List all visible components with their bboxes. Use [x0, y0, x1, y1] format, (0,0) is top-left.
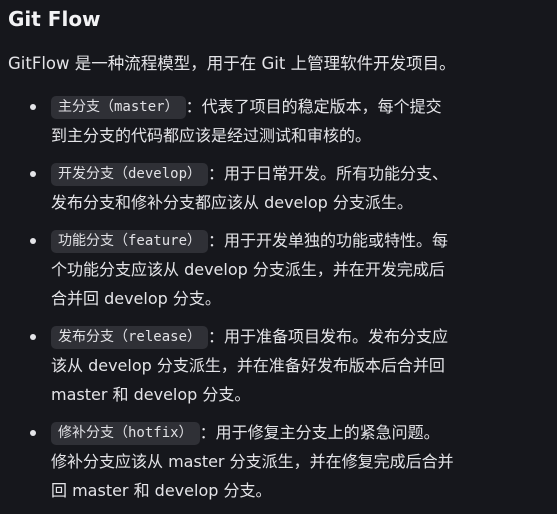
inline-code: 主分支（master）: [51, 96, 186, 119]
item-line: 功能分支（feature）：用于开发单独的功能或特性。每: [51, 226, 553, 255]
item-text: 到主分支的代码都应该是经过测试和审核的。: [51, 126, 372, 145]
item-line: 修补分支（hotfix）：用于修复主分支上的紧急问题。: [51, 418, 553, 447]
item-line: 发布分支（release）：用于准备项目发布。发布分支应: [51, 322, 553, 351]
list-item-feature: 功能分支（feature）：用于开发单独的功能或特性。每 个功能分支应该从 de…: [8, 226, 553, 313]
item-text: ：用于开发单独的功能或特性。每: [208, 231, 449, 250]
item-text: ：用于日常开发。所有功能分支、: [208, 164, 449, 183]
bullet-icon: [30, 171, 36, 177]
item-text: ：用于修复主分支上的紧急问题。: [199, 423, 440, 442]
item-text: 修补分支应该从 master 分支派生，并在修复完成后合并: [51, 452, 454, 471]
item-text: master 和 develop 分支。: [51, 385, 251, 404]
item-line: 开发分支（develop）：用于日常开发。所有功能分支、: [51, 159, 553, 188]
bullet-icon: [30, 238, 36, 244]
bullet-icon: [30, 334, 36, 340]
list-item-hotfix: 修补分支（hotfix）：用于修复主分支上的紧急问题。 修补分支应该从 mast…: [8, 418, 553, 505]
inline-code: 功能分支（feature）: [51, 230, 209, 253]
item-text: ：代表了项目的稳定版本，每个提交: [185, 97, 442, 116]
inline-code: 修补分支（hotfix）: [51, 422, 200, 445]
item-text: 合并回 develop 分支。: [51, 289, 221, 308]
item-text: 该从 develop 分支派生，并在准备好发布版本后合并回: [51, 356, 445, 375]
section-title: Git Flow: [8, 7, 101, 31]
item-text: 发布分支和修补分支都应该从 develop 分支派生。: [51, 193, 413, 212]
list-item-release: 发布分支（release）：用于准备项目发布。发布分支应 该从 develop …: [8, 322, 553, 409]
document: Git Flow GitFlow 是一种流程模型，用于在 Git 上管理软件开发…: [8, 0, 553, 514]
item-text: ：用于准备项目发布。发布分支应: [208, 327, 449, 346]
item-line: 主分支（master）：代表了项目的稳定版本，每个提交: [51, 92, 553, 121]
branch-list: 主分支（master）：代表了项目的稳定版本，每个提交 到主分支的代码都应该是经…: [8, 92, 553, 505]
bullet-icon: [30, 430, 36, 436]
list-item-master: 主分支（master）：代表了项目的稳定版本，每个提交 到主分支的代码都应该是经…: [8, 92, 553, 150]
bullet-icon: [30, 104, 36, 110]
intro-paragraph: GitFlow 是一种流程模型，用于在 Git 上管理软件开发项目。: [8, 54, 456, 73]
item-text: 回 master 和 develop 分支。: [51, 481, 272, 500]
inline-code: 开发分支（develop）: [51, 163, 209, 186]
inline-code: 发布分支（release）: [51, 326, 209, 349]
list-item-develop: 开发分支（develop）：用于日常开发。所有功能分支、 发布分支和修补分支都应…: [8, 159, 553, 217]
item-text: 个功能分支应该从 develop 分支派生，并在开发完成后: [51, 260, 445, 279]
